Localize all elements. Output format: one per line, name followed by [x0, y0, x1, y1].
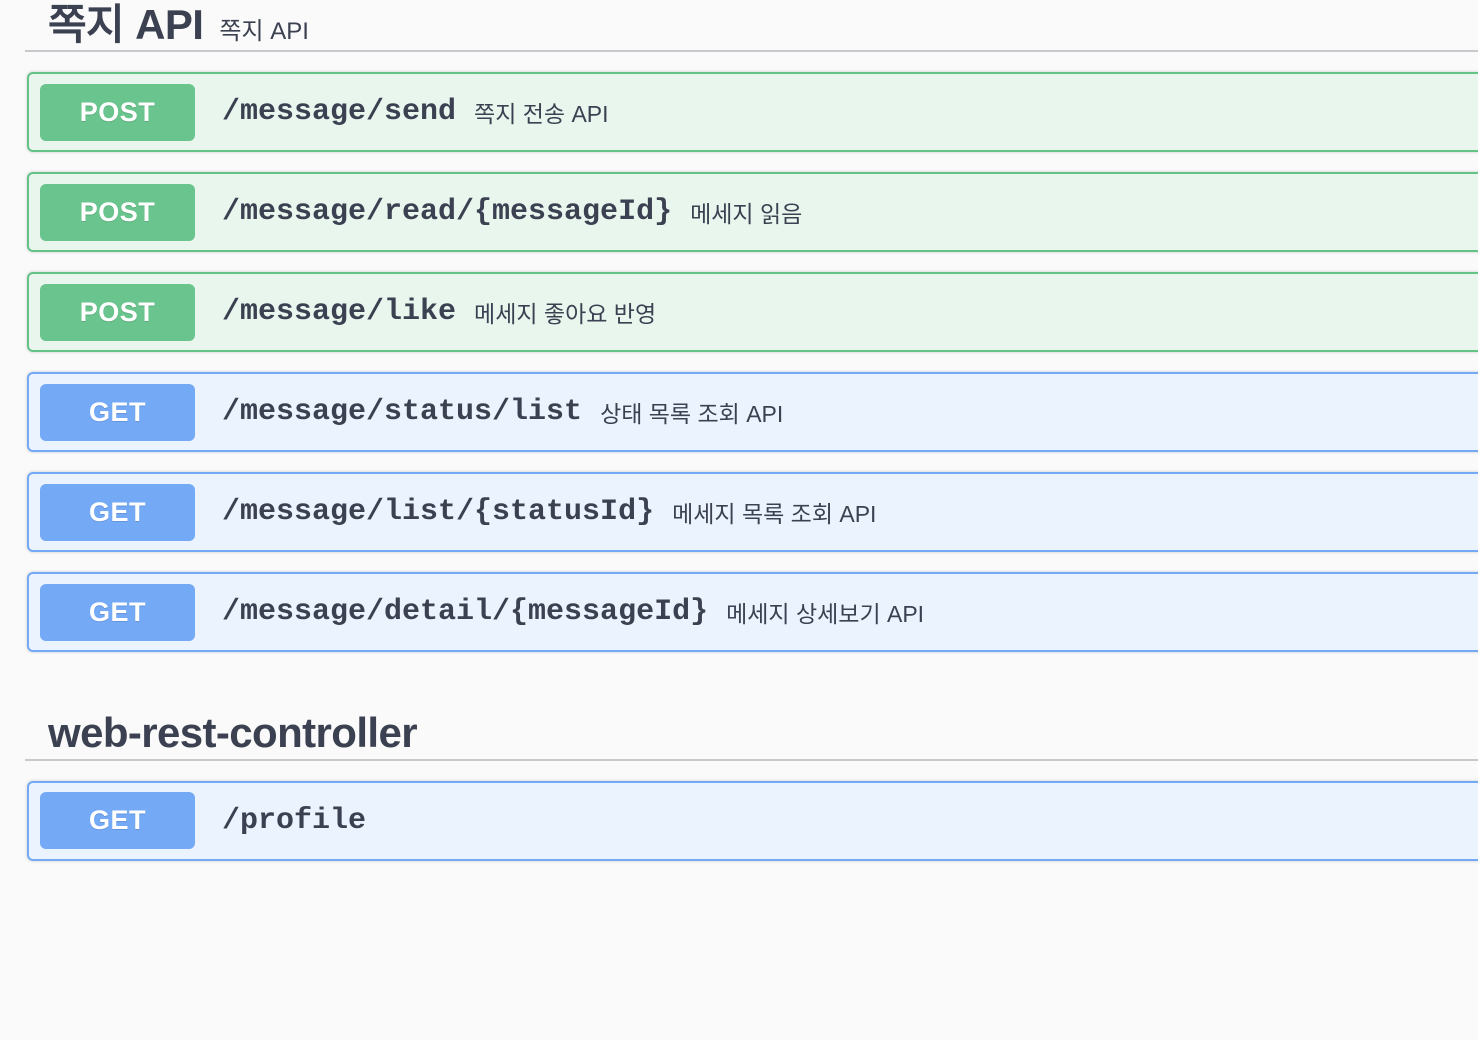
- section-header[interactable]: 쪽지 API 쪽지 API: [0, 0, 1478, 50]
- http-method-badge: GET: [40, 583, 195, 641]
- section-subtitle: 쪽지 API: [219, 18, 309, 45]
- section-title: web-rest-controller: [48, 709, 418, 757]
- http-method-badge: GET: [40, 383, 195, 441]
- operation-row[interactable]: GET/message/detail/{messageId} 메세지 상세보기 A…: [27, 572, 1478, 653]
- http-method-badge: POST: [40, 183, 195, 241]
- operation-row[interactable]: POST/message/send 쪽지 전송 API: [27, 72, 1478, 153]
- operation-summary: 상태 목록 조회 API: [600, 401, 784, 428]
- http-method-badge: GET: [40, 792, 195, 850]
- section-divider: [25, 758, 1478, 761]
- operation-row[interactable]: POST/message/read/{messageId} 메세지 읽음: [27, 172, 1478, 253]
- operation-summary: 메세지 읽음: [690, 201, 803, 228]
- operation-summary: 메세지 목록 조회 API: [672, 501, 877, 528]
- operation-path: /message/list/{statusId}: [222, 495, 655, 530]
- operation-row[interactable]: GET/message/status/list 상태 목록 조회 API: [27, 372, 1478, 453]
- operation-summary: 쪽지 전송 API: [474, 101, 609, 128]
- operation-row[interactable]: GET/profile: [27, 780, 1478, 861]
- operation-row[interactable]: GET/message/list/{statusId} 메세지 목록 조회 API: [27, 472, 1478, 553]
- operation-path: /message/like: [222, 295, 457, 330]
- operation-list: POST/message/send 쪽지 전송 API POST/message/r…: [0, 72, 1478, 653]
- section-header[interactable]: web-rest-controller: [0, 708, 1478, 758]
- operation-list: GET/profile: [0, 780, 1478, 861]
- http-method-badge: POST: [40, 83, 195, 141]
- operation-path: /profile: [222, 803, 367, 838]
- section-title: 쪽지 API: [48, 1, 204, 48]
- operation-row[interactable]: POST/message/like 메세지 좋아요 반영: [27, 272, 1478, 353]
- section-spacer: [0, 672, 1478, 708]
- http-method-badge: GET: [40, 483, 195, 541]
- operation-summary: 메세지 좋아요 반영: [474, 301, 657, 328]
- operation-summary: 메세지 상세보기 API: [726, 601, 925, 628]
- operation-path: /message/detail/{messageId}: [222, 595, 709, 630]
- operation-path: /message/send: [222, 95, 457, 130]
- http-method-badge: POST: [40, 283, 195, 341]
- operation-path: /message/read/{messageId}: [222, 195, 673, 230]
- operation-path: /message/status/list: [222, 395, 583, 430]
- section-divider: [25, 50, 1478, 53]
